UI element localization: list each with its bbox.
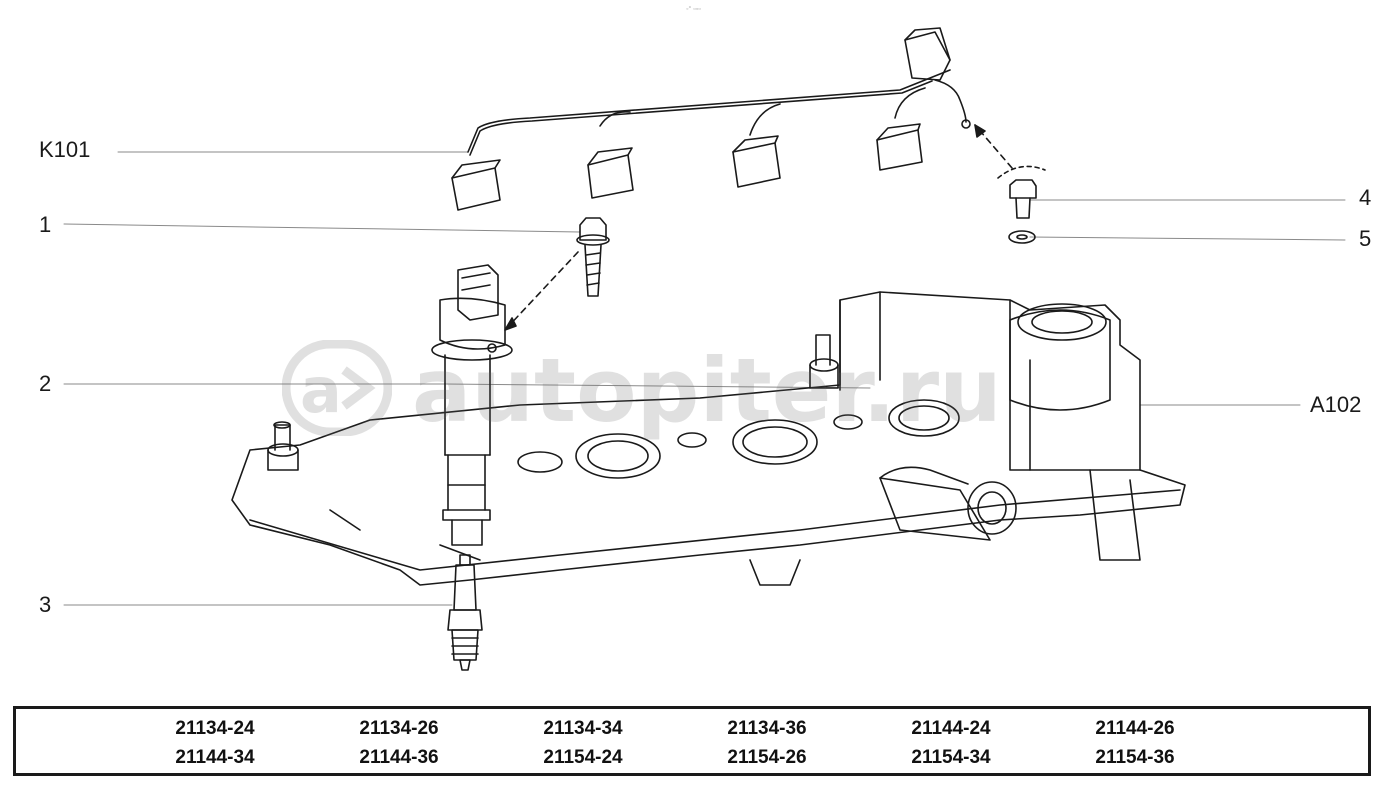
model-code: 21144-26	[1095, 718, 1175, 739]
exploded-parts-diagram	[63, 27, 1346, 671]
model-code: 21134-36	[727, 718, 807, 739]
wiring-harness	[451, 27, 971, 211]
model-code: 21144-24	[911, 718, 991, 739]
bolt-4	[1009, 179, 1037, 219]
leader-lines	[63, 151, 1346, 606]
callout-1: 1	[39, 212, 52, 237]
valve-cover	[231, 291, 1186, 586]
applicable-models-box: 21134-24 21134-26 21134-34 21134-36 2114…	[13, 706, 1371, 776]
model-code: 21154-26	[727, 747, 807, 768]
assembly-arrow-1	[504, 251, 579, 331]
callout-3: 3	[39, 592, 52, 617]
model-code: 21144-36	[359, 747, 439, 768]
ignition-coil	[431, 264, 513, 546]
washer-5	[1008, 230, 1036, 244]
model-code: 21144-34	[175, 747, 255, 768]
assembly-arrow-4	[974, 124, 1046, 179]
callout-5: 5	[1359, 226, 1372, 251]
callout-k101: K101	[39, 137, 91, 162]
model-code: 21134-26	[359, 718, 439, 739]
spark-plug	[447, 554, 483, 671]
top-mark: ◦° ▫▫▫	[686, 6, 701, 13]
callout-a102: A102	[1310, 392, 1362, 417]
model-code: 21154-36	[1095, 747, 1175, 768]
model-code: 21154-34	[911, 747, 991, 768]
model-code: 21134-34	[543, 718, 623, 739]
bolt-1	[576, 217, 610, 297]
callout-2: 2	[39, 371, 52, 396]
callout-4: 4	[1359, 185, 1372, 210]
model-code: 21134-24	[175, 718, 255, 739]
model-code: 21154-24	[543, 747, 623, 768]
